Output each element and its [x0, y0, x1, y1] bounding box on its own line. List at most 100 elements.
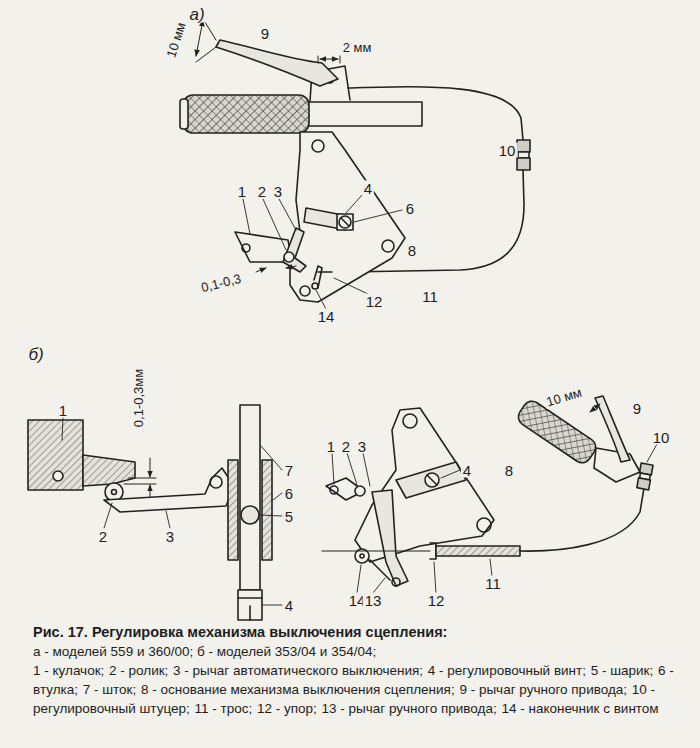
callout-number: 13	[363, 593, 384, 608]
callout-number: 4	[283, 598, 295, 613]
part-legend-item: 11 - трос;	[195, 701, 253, 716]
dimension-10mm-a-part	[196, 47, 216, 62]
leader-lines-b-left	[62, 418, 282, 605]
dimension-label: 0,1-0,3мм	[132, 367, 145, 429]
part-legend-item: 4 - регулировочный винт;	[428, 663, 586, 678]
mechanism-a	[235, 132, 405, 302]
callout-number: 2	[256, 184, 268, 199]
leader-lines-b-right-part	[647, 444, 657, 462]
dimension-label: 0,1-0,3	[198, 271, 244, 294]
cam-section-b	[28, 420, 135, 501]
caption-block: Рис. 17. Регулировка механизма выключени…	[33, 622, 688, 718]
callout-number: 11	[483, 576, 503, 591]
caption-host: Рис. 17. Регулировка механизма выключени…	[33, 622, 688, 642]
mechanism-b-part	[477, 518, 491, 532]
leader-lines-b-left-part	[263, 605, 282, 606]
leader-lines-a-part	[346, 195, 362, 213]
sleeve-rod-b-part	[238, 590, 262, 620]
mechanism-b-part	[370, 560, 390, 580]
cam-section-b-part	[53, 471, 63, 481]
callout-number: 8	[406, 243, 418, 258]
mechanism-a-part	[314, 266, 332, 288]
cam-section-b-part	[112, 490, 117, 495]
callout-number: 11	[420, 289, 440, 304]
mechanism-b-part	[403, 414, 417, 428]
auto-lever-b-part	[210, 476, 222, 488]
leader-lines-a-part	[279, 199, 296, 230]
dimension-label: 10 мм	[164, 19, 189, 61]
illustration-part	[28, 14, 657, 620]
mechanism-b-part	[330, 486, 338, 494]
part-legend-item: 9 - рычаг ручного привода;	[459, 682, 627, 697]
mechanism-a-part	[283, 228, 306, 272]
part-legend-item: 7 - шток;	[83, 682, 137, 697]
leader-lines-b-right-part	[373, 578, 385, 593]
handlebar-a-part	[183, 95, 309, 133]
dimension-10mm-b-part	[590, 404, 600, 412]
auto-lever-b	[104, 468, 234, 512]
dimension-2mm-a	[318, 56, 340, 63]
handlebar-b	[515, 396, 640, 482]
cable-b-part	[322, 550, 430, 551]
handlebar-b-part	[515, 398, 599, 467]
cable-b-part	[436, 546, 520, 556]
models-host: а - моделей 559 и 360/00; б - моделей 35…	[33, 642, 688, 661]
mechanism-a-part	[341, 218, 349, 226]
callout-number: 3	[356, 439, 368, 454]
dimension-label: 2 мм	[341, 41, 374, 54]
cable-a-part	[518, 152, 529, 158]
callout-number: 7	[283, 463, 295, 478]
leader-lines-a	[243, 195, 402, 309]
mechanism-a-part	[337, 214, 353, 230]
leader-lines-a-part	[354, 210, 402, 222]
handlebar-b-part	[594, 448, 640, 482]
sleeve-rod-b	[228, 405, 272, 620]
hand-lever-a-part	[216, 40, 338, 86]
callout-number: 5	[283, 509, 295, 524]
handlebar-b-part-part	[515, 398, 599, 467]
callout-number: 10	[651, 430, 672, 445]
auto-lever-b-part	[104, 468, 234, 512]
models-note: а - моделей 559 и 360/00; б - моделей 35…	[33, 642, 688, 661]
mechanism-a-part	[290, 132, 405, 302]
dimension-2mm-a-part	[340, 56, 341, 63]
leader-lines-b-left-part	[260, 515, 282, 516]
leader-lines-b-left-part	[104, 503, 112, 528]
cable-b-part	[430, 543, 436, 559]
cable-b-part	[637, 463, 653, 490]
callout-number: 9	[631, 401, 643, 416]
leader-lines-b-right-part	[363, 453, 370, 486]
callout-number: 9	[259, 26, 271, 41]
dimension-10mm-b	[590, 404, 600, 412]
callout-number: 12	[364, 294, 385, 309]
leader-lines-b-right	[332, 444, 657, 593]
sleeve-rod-b-part	[262, 460, 272, 560]
view-letter: а)	[187, 6, 206, 23]
handlebar-a-part	[300, 102, 422, 126]
mechanism-a-part	[339, 216, 351, 228]
cable-a-part	[517, 158, 530, 170]
leader-lines-b-right-part	[441, 470, 460, 478]
leader-lines-b-right-part	[332, 453, 334, 484]
callout-number: 1	[57, 403, 69, 418]
sleeve-rod-b-part	[241, 506, 259, 524]
sleeve-rod-b-part	[240, 405, 260, 590]
mechanism-b	[326, 408, 494, 586]
mechanism-b-part	[355, 408, 494, 562]
dimension-gap-a-part	[256, 268, 266, 272]
mechanism-a-part	[284, 252, 294, 262]
sleeve-rod-b-part	[249, 606, 251, 620]
leader-lines-a-part	[243, 199, 250, 234]
mechanism-b-part	[326, 478, 364, 500]
figure-caption: Рис. 17. Регулировка механизма выключени…	[33, 622, 688, 642]
callout-number: 1	[236, 184, 248, 199]
part-legend-item: 5 - шарик;	[591, 663, 654, 678]
mechanism-b-part	[372, 490, 408, 586]
mechanism-a-part	[312, 140, 324, 152]
leader-lines-b-right-part	[357, 565, 361, 593]
mechanism-b-part	[425, 473, 439, 487]
callout-number: 4	[362, 181, 374, 196]
mechanism-a-part	[300, 286, 310, 296]
view-letter: б)	[26, 346, 45, 363]
cable-b	[322, 463, 653, 559]
